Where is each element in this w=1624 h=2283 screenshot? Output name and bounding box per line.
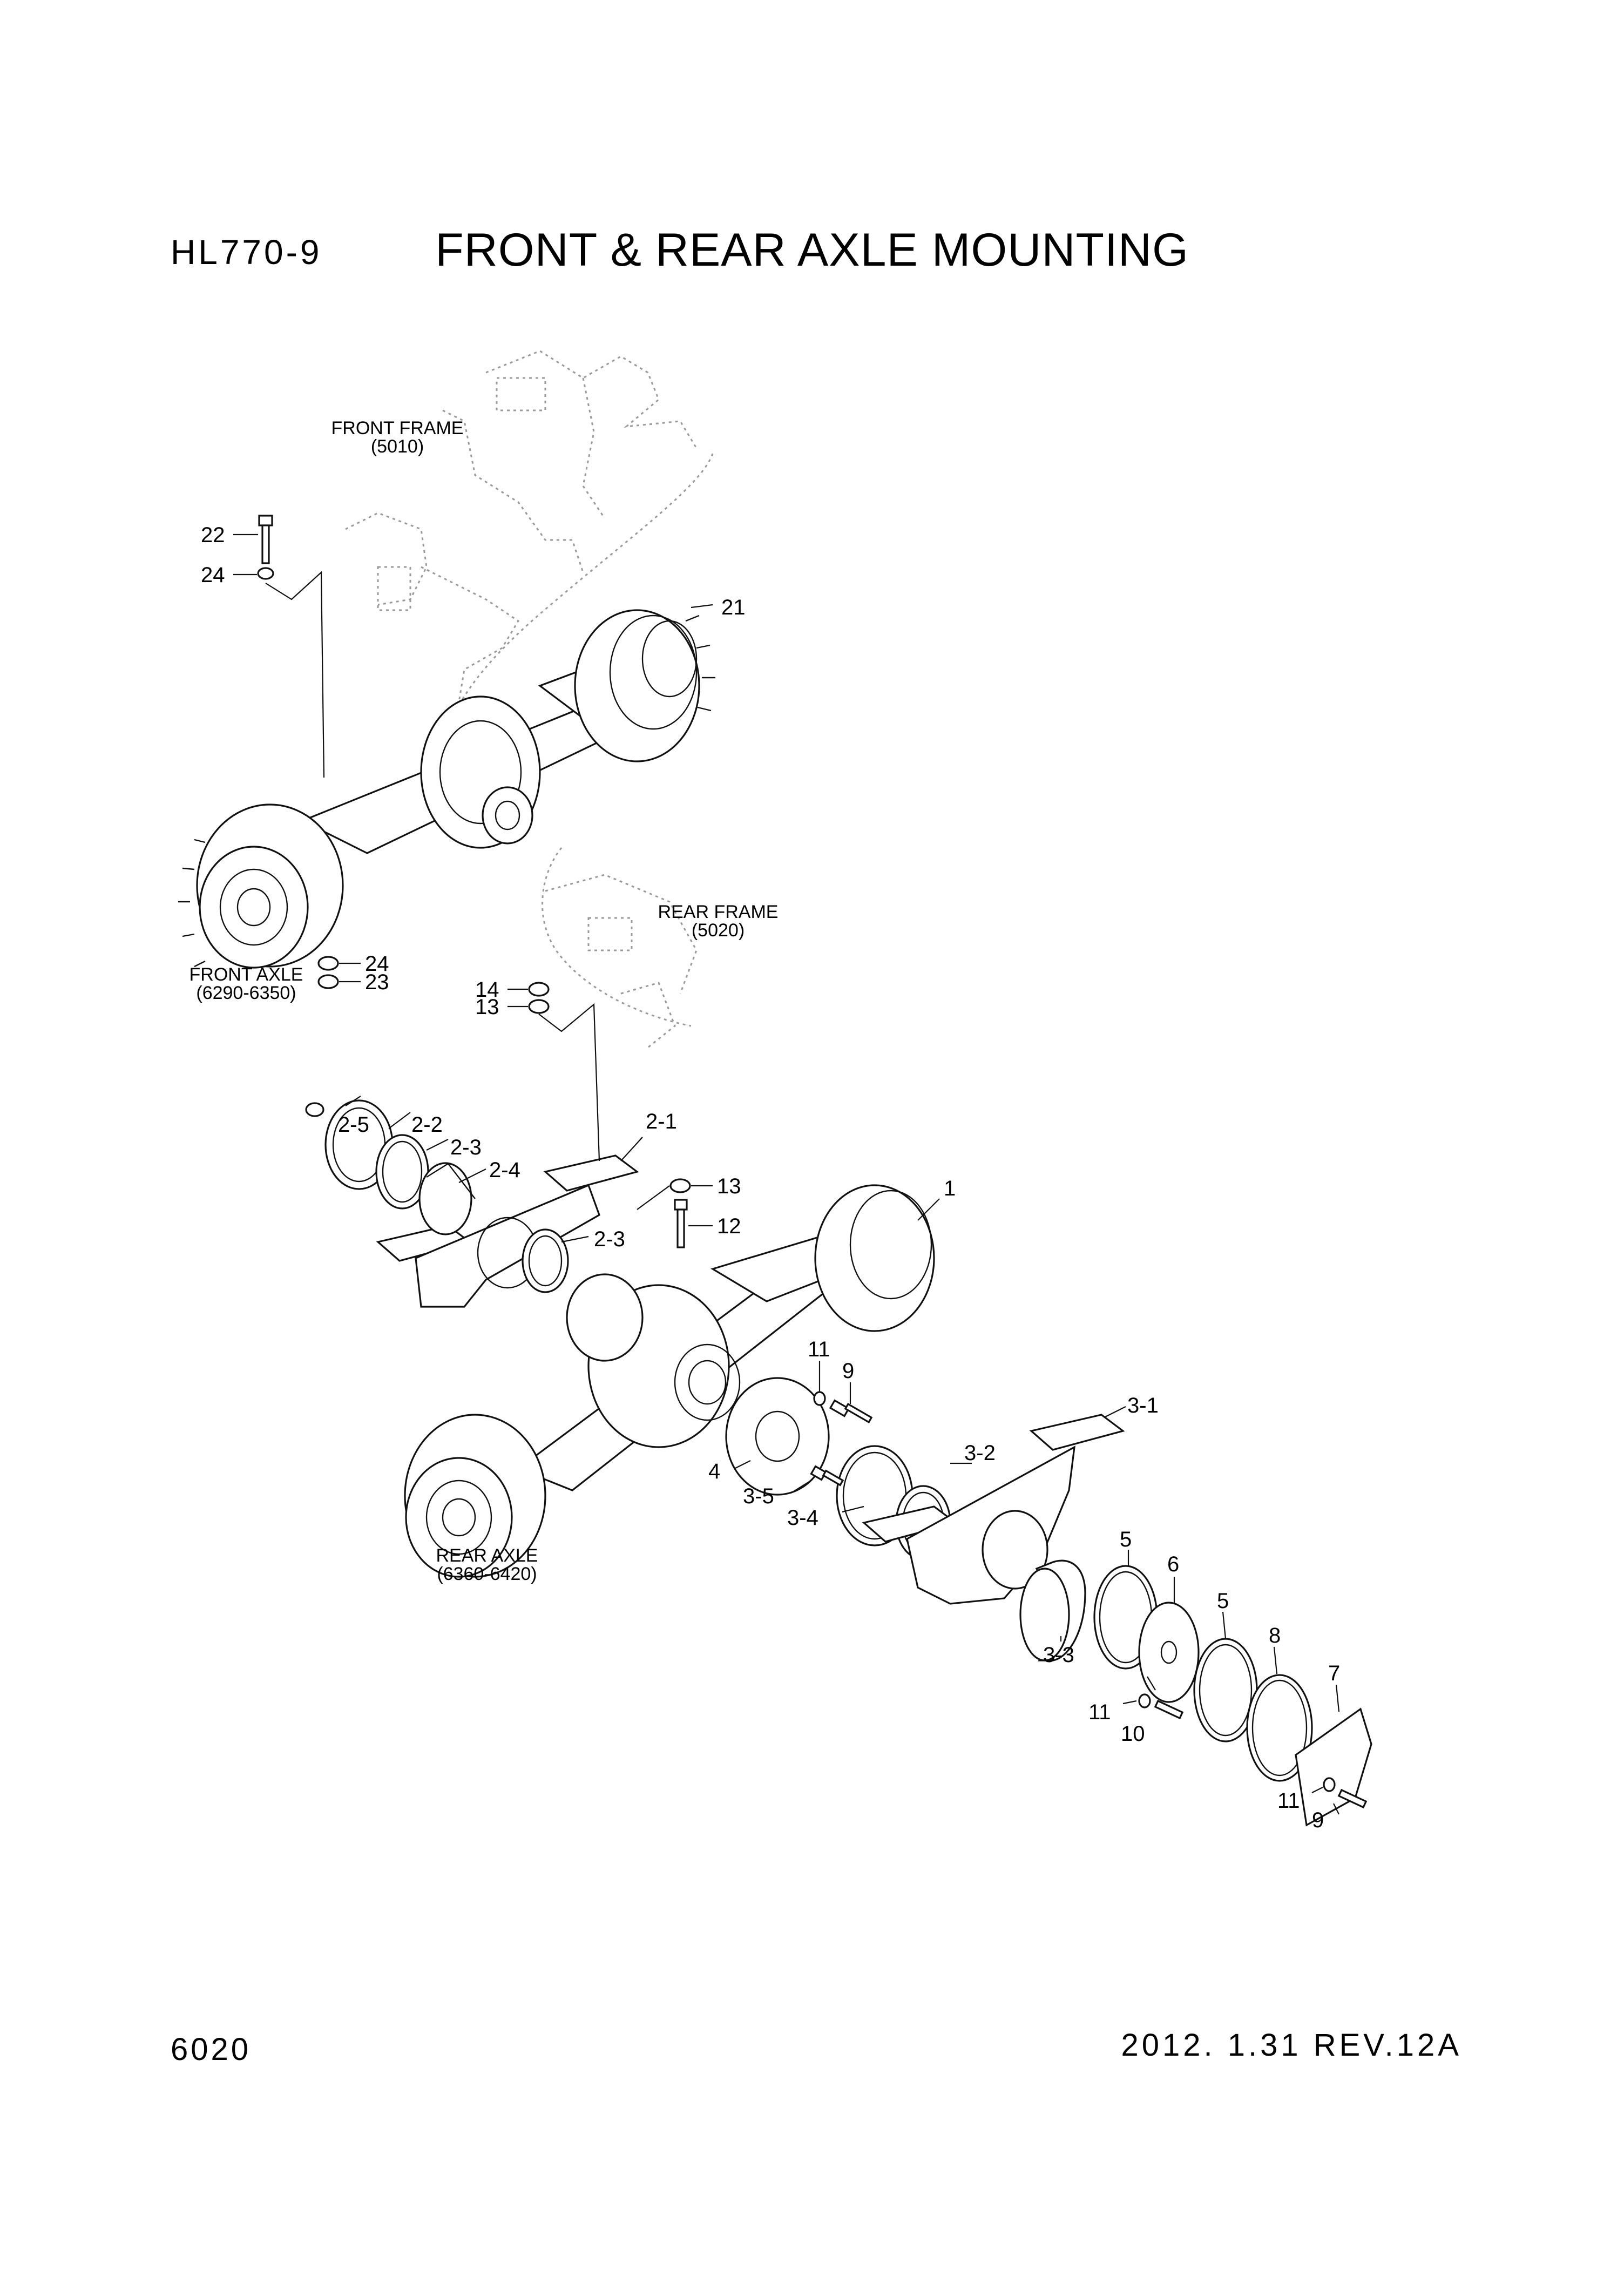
- callout-24-bottom: 24: [365, 952, 389, 976]
- callout-3-3: 3-3: [1043, 1643, 1074, 1667]
- callout-11-bottom: 11: [1277, 1789, 1300, 1813]
- washer-24-bottom: [317, 956, 339, 971]
- caption-front-frame-ref: (5010): [371, 436, 424, 457]
- washer-13-top: [528, 999, 550, 1014]
- callout-13-top: 13: [475, 995, 499, 1019]
- callout-11-top: 11: [808, 1338, 830, 1361]
- callout-12: 12: [717, 1214, 741, 1238]
- callout-2-4: 2-4: [489, 1158, 520, 1182]
- caption-front-frame: FRONT FRAME: [331, 418, 464, 438]
- nut-23: [317, 974, 339, 989]
- front-bracket-parts: [305, 1099, 569, 1293]
- caption-front-axle: FRONT AXLE: [190, 964, 303, 985]
- callout-5-first: 5: [1120, 1528, 1132, 1551]
- page-number: 6020: [171, 2032, 252, 2067]
- callout-9-bottom: 9: [1312, 1808, 1324, 1832]
- bolt-22: [258, 515, 273, 564]
- washer-11-top: [813, 1391, 826, 1406]
- callout-3-4: 3-4: [787, 1506, 818, 1530]
- bolt-9-top: [829, 1399, 873, 1424]
- model-number: HL770-9: [171, 233, 322, 272]
- callout-11-mid: 11: [1088, 1700, 1111, 1724]
- bolt-10: [1154, 1699, 1184, 1720]
- callout-3-5: 3-5: [743, 1484, 774, 1508]
- callout-21: 21: [721, 596, 746, 619]
- caption-front-axle-ref: (6290-6350): [196, 983, 296, 1003]
- caption-rear-axle-ref: (6360-6420): [437, 1564, 537, 1584]
- callout-3-1: 3-1: [1127, 1394, 1159, 1417]
- callout-3-2: 3-2: [964, 1441, 996, 1465]
- page-title: FRONT & REAR AXLE MOUNTING: [435, 224, 1189, 276]
- rear-frame-ghost: [542, 847, 698, 1049]
- callout-2-3: 2-3: [594, 1227, 625, 1251]
- washer-24-top: [257, 567, 274, 580]
- callout-8: 8: [1269, 1624, 1281, 1647]
- washer-11-mid: [1138, 1693, 1151, 1708]
- callout-23: 23: [365, 970, 389, 994]
- callout-14: 14: [475, 978, 499, 1002]
- fasteners: [257, 515, 1368, 1809]
- callout-10: 10: [1121, 1722, 1145, 1746]
- bolt-12: [674, 1199, 688, 1248]
- callout-9-top: 9: [842, 1359, 854, 1383]
- bolt-9-bottom: [1337, 1788, 1368, 1809]
- front-frame-ghost: [345, 350, 714, 746]
- callout-2-3-top: 2-3: [450, 1136, 482, 1159]
- rear-axle-assembly: [376, 1154, 935, 1578]
- callout-6: 6: [1167, 1552, 1179, 1576]
- washer-11-bottom: [1323, 1777, 1336, 1792]
- callout-22: 22: [201, 523, 225, 547]
- callout-1: 1: [944, 1177, 956, 1200]
- revision-date: 2012. 1.31 REV.12A: [1121, 2028, 1462, 2063]
- callout-5-second: 5: [1217, 1589, 1229, 1613]
- washer-13: [669, 1178, 691, 1193]
- leader-lines: [233, 533, 1340, 1815]
- callout-2-2: 2-2: [411, 1113, 443, 1137]
- front-axle-assembly: [178, 609, 715, 969]
- callout-24-top: 24: [201, 563, 225, 587]
- callout-2-5: 2-5: [338, 1113, 369, 1137]
- callout-4: 4: [708, 1460, 720, 1483]
- bolt-3-5: [810, 1465, 844, 1487]
- nut-14: [528, 982, 550, 997]
- callout-2-1: 2-1: [646, 1110, 677, 1133]
- callout-13: 13: [717, 1174, 741, 1198]
- part-callouts: 22 24 21 24 23 14 13 2-5 2-2 2-3 2-4 2-1…: [201, 523, 1340, 1832]
- caption-rear-axle: REAR AXLE: [436, 1545, 538, 1566]
- caption-rear-frame: REAR FRAME: [658, 902, 779, 922]
- caption-rear-frame-ref: (5020): [692, 920, 745, 941]
- frame-axle-captions: FRONT FRAME (5010) REAR FRAME (5020) FRO…: [190, 418, 779, 1584]
- rear-bracket-parts: [725, 1377, 1372, 1827]
- callout-7: 7: [1328, 1661, 1340, 1685]
